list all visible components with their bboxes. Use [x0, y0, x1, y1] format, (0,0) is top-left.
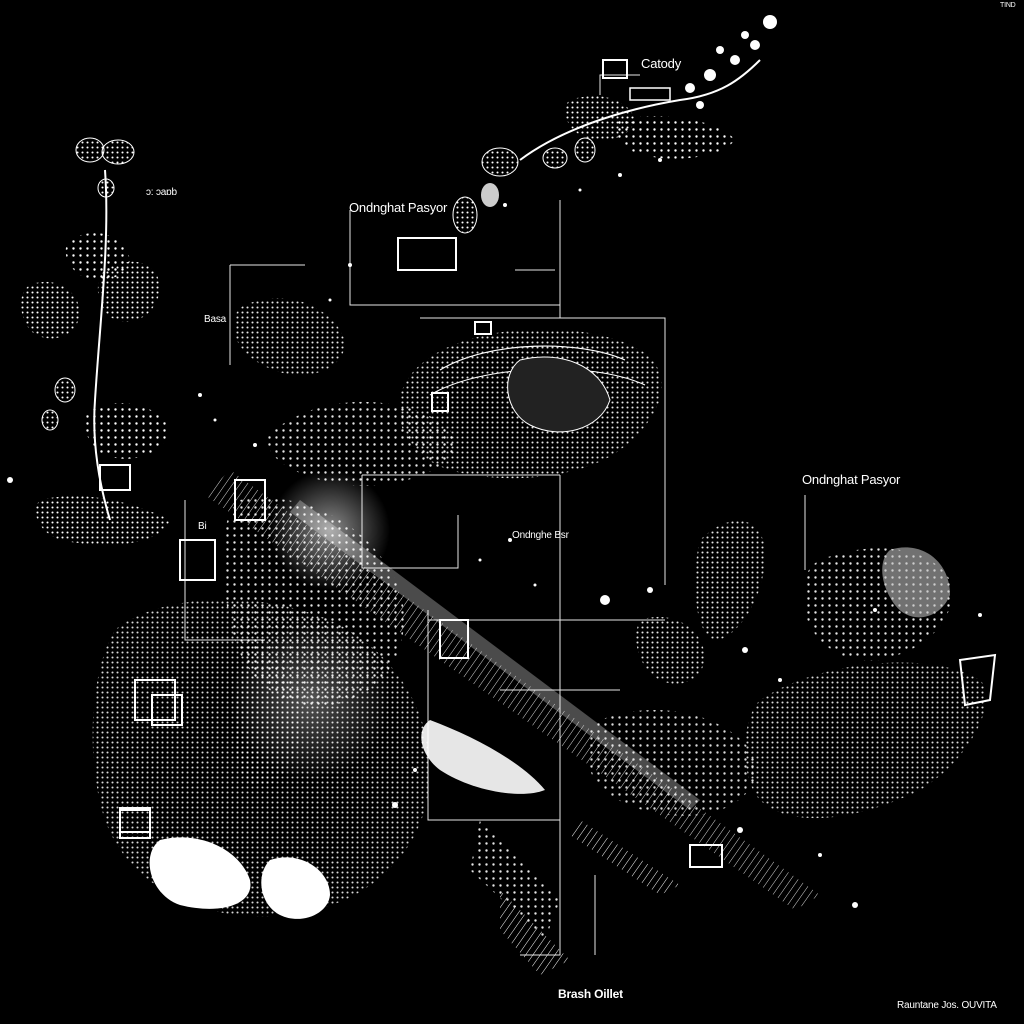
- side-caption: Ondnghat Pasyor: [802, 472, 901, 487]
- header-center-label: Ondnghat Pasyor: [349, 200, 448, 215]
- mid-left-tag: Basa: [204, 314, 226, 325]
- right-foliage: [585, 520, 997, 819]
- central-leaf: [233, 298, 662, 486]
- haze-glow: [270, 470, 390, 590]
- inner-tag: Bi: [198, 521, 207, 532]
- bottom-title: Brash Oillet: [558, 987, 623, 1001]
- specks: [7, 158, 982, 908]
- footer-credit: Rauntane Jos. OUVITA: [897, 1000, 997, 1011]
- lower-blades: [421, 720, 680, 975]
- corner-tag: TIND: [1000, 2, 1016, 9]
- detail-boxes: [119, 237, 723, 868]
- upper-left-stem: [21, 137, 266, 581]
- top-right-caption: Catody: [641, 56, 681, 71]
- upper-right-branch: [452, 15, 777, 234]
- center-callout: Ondnghe Bsr: [512, 530, 569, 541]
- upper-left-caption: ɔ: ɔaɒb: [146, 187, 177, 198]
